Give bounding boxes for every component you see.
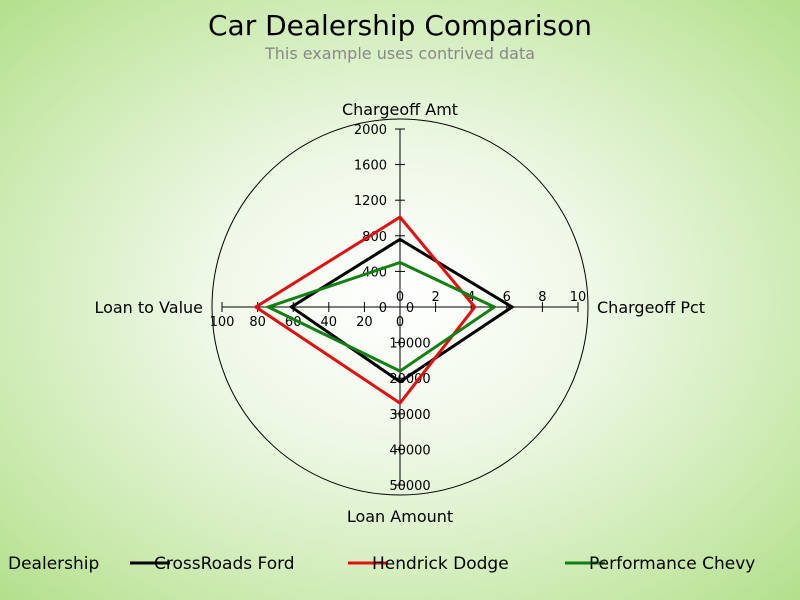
tick-label-loan-to-value: 80 (249, 315, 266, 330)
tick-label-chargeoff-pct: 2 (431, 290, 439, 305)
tick-label-loan-amount: 0 (406, 301, 414, 316)
legend-label-crossroads-ford: CrossRoads Ford (154, 554, 295, 574)
tick-label-chargeoff-amt: 0 (379, 301, 387, 316)
series-hendrick-dodge (253, 215, 477, 406)
tick-label-loan-amount: 30000 (389, 408, 430, 423)
legend-label-hendrick-dodge: Hendrick Dodge (372, 554, 509, 574)
tick-label-chargeoff-amt: 2000 (354, 123, 387, 138)
tick-label-chargeoff-pct: 6 (503, 290, 511, 305)
chart-subtitle: This example uses contrived data (264, 44, 535, 63)
legend: Dealership CrossRoads Ford Hendrick Dodge… (8, 554, 755, 574)
chart-title: Car Dealership Comparison (208, 9, 592, 42)
tick-label-loan-amount: 40000 (389, 443, 430, 458)
legend-label-performance-chevy: Performance Chevy (589, 554, 755, 574)
tick-label-loan-amount: 50000 (389, 479, 430, 494)
tick-label-loan-to-value: 20 (356, 315, 373, 330)
tick-label-chargeoff-pct: 10 (570, 290, 587, 305)
tick-label-loan-amount: 10000 (389, 337, 430, 352)
tick-label-loan-to-value: 100 (210, 315, 235, 330)
tick-label-chargeoff-pct: 8 (538, 290, 546, 305)
tick-label-loan-to-value: 40 (321, 315, 338, 330)
series-performance-chevy (264, 260, 498, 373)
series-layer (253, 215, 515, 406)
tick-label-chargeoff-amt: 1600 (354, 159, 387, 174)
legend-title: Dealership (8, 554, 99, 574)
tick-label-chargeoff-amt: 800 (362, 230, 387, 245)
series-crossroads-ford (288, 237, 515, 384)
tick-label-chargeoff-amt: 1200 (354, 194, 387, 209)
axis-label-chargeoff-pct: Chargeoff Pct (597, 298, 705, 317)
axis-label-chargeoff-amt: Chargeoff Amt (342, 100, 458, 119)
outer-circle (211, 118, 589, 496)
axis-label-loan-to-value: Loan to Value (94, 298, 203, 317)
axis-label-loan-amount: Loan Amount (347, 507, 453, 526)
